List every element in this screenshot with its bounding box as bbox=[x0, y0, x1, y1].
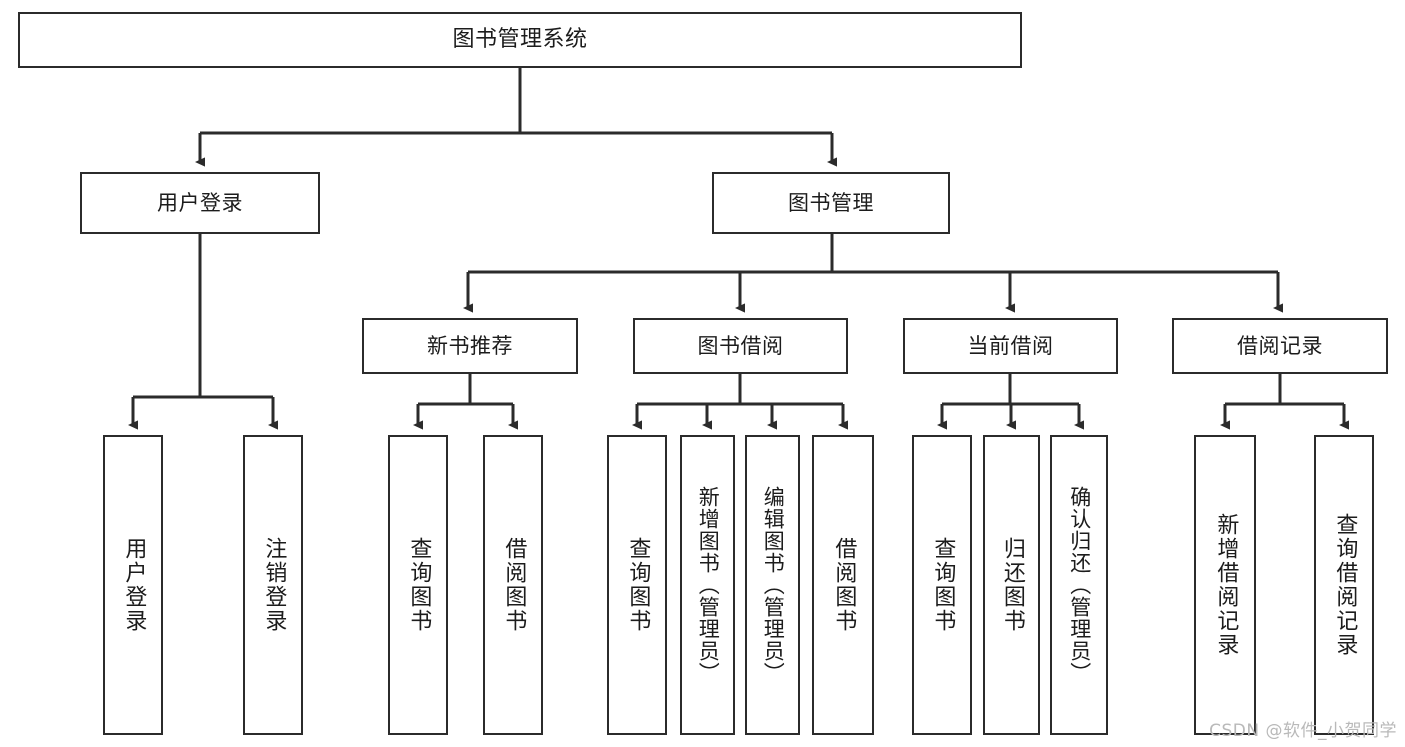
node-leaf-borrow-book-2-label: 借阅图书 bbox=[831, 537, 857, 633]
node-leaf-query-borrow-record-label: 查询借阅记录 bbox=[1332, 513, 1358, 657]
node-new-book-recommend[interactable]: 新书推荐 bbox=[362, 318, 578, 374]
node-current-borrow[interactable]: 当前借阅 bbox=[903, 318, 1118, 374]
node-book-borrow[interactable]: 图书借阅 bbox=[633, 318, 848, 374]
node-user-login-label: 用户登录 bbox=[157, 190, 243, 215]
watermark: CSDN @软件_小贺同学 bbox=[1209, 721, 1397, 741]
node-new-book-recommend-label: 新书推荐 bbox=[427, 333, 513, 358]
node-leaf-query-book-2[interactable]: 查询图书 bbox=[607, 435, 667, 735]
node-current-borrow-label: 当前借阅 bbox=[967, 333, 1054, 358]
node-leaf-user-login-label: 用户登录 bbox=[121, 537, 147, 633]
node-leaf-query-book-2-label: 查询图书 bbox=[625, 537, 651, 633]
node-leaf-add-book-admin-label: 新增图书（管理员） bbox=[696, 486, 721, 684]
node-leaf-add-book-admin[interactable]: 新增图书（管理员） bbox=[680, 435, 735, 735]
node-root[interactable]: 图书管理系统 bbox=[18, 12, 1022, 68]
node-leaf-confirm-return-admin-label: 确认归还（管理员） bbox=[1067, 486, 1092, 684]
node-book-manage[interactable]: 图书管理 bbox=[712, 172, 950, 234]
node-book-borrow-label: 图书借阅 bbox=[697, 333, 784, 358]
node-leaf-edit-book-admin[interactable]: 编辑图书（管理员） bbox=[745, 435, 800, 735]
node-leaf-user-login[interactable]: 用户登录 bbox=[103, 435, 163, 735]
node-leaf-add-borrow-record-label: 新增借阅记录 bbox=[1213, 513, 1239, 657]
node-leaf-borrow-book-1[interactable]: 借阅图书 bbox=[483, 435, 543, 735]
node-borrow-record[interactable]: 借阅记录 bbox=[1172, 318, 1388, 374]
node-leaf-logout-label: 注销登录 bbox=[261, 537, 287, 633]
node-leaf-return-book-label: 归还图书 bbox=[999, 537, 1025, 633]
node-leaf-add-borrow-record[interactable]: 新增借阅记录 bbox=[1194, 435, 1256, 735]
node-leaf-query-book-1[interactable]: 查询图书 bbox=[388, 435, 448, 735]
node-book-manage-label: 图书管理 bbox=[788, 190, 874, 215]
node-leaf-confirm-return-admin[interactable]: 确认归还（管理员） bbox=[1050, 435, 1108, 735]
node-leaf-edit-book-admin-label: 编辑图书（管理员） bbox=[761, 486, 786, 684]
node-root-label: 图书管理系统 bbox=[452, 27, 588, 53]
node-leaf-logout[interactable]: 注销登录 bbox=[243, 435, 303, 735]
node-leaf-query-book-3[interactable]: 查询图书 bbox=[912, 435, 972, 735]
node-leaf-query-book-1-label: 查询图书 bbox=[406, 537, 432, 633]
node-leaf-borrow-book-1-label: 借阅图书 bbox=[501, 537, 527, 633]
node-leaf-query-borrow-record[interactable]: 查询借阅记录 bbox=[1314, 435, 1374, 735]
node-borrow-record-label: 借阅记录 bbox=[1237, 333, 1323, 358]
node-user-login[interactable]: 用户登录 bbox=[80, 172, 320, 234]
node-leaf-return-book[interactable]: 归还图书 bbox=[983, 435, 1040, 735]
node-leaf-borrow-book-2[interactable]: 借阅图书 bbox=[812, 435, 874, 735]
node-leaf-query-book-3-label: 查询图书 bbox=[930, 537, 956, 633]
